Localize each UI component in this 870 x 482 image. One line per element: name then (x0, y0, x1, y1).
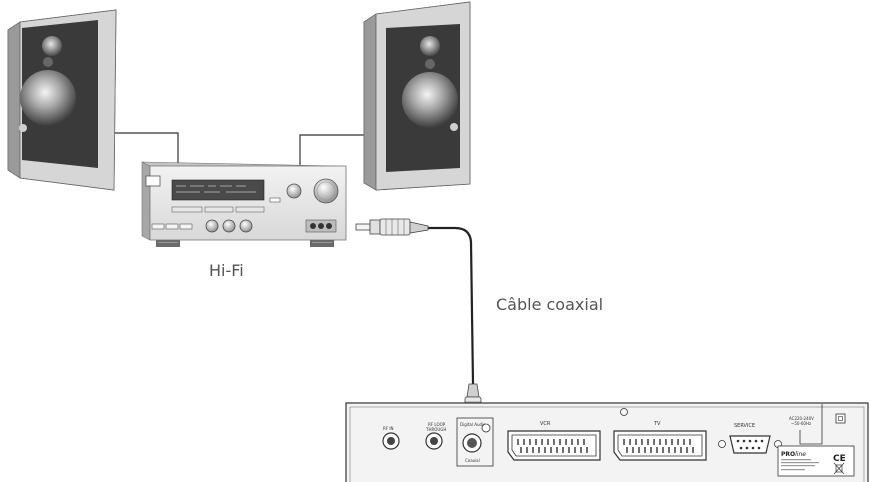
hifi-label: Hi-Fi (209, 261, 244, 280)
rf-in-port (382, 432, 400, 450)
weee-bin-icon (833, 462, 845, 475)
power-switch-icon (835, 413, 846, 424)
vcr-label: VCR (540, 421, 551, 427)
woofer-icon (20, 70, 76, 126)
rf-in-label: RF IN (383, 426, 394, 431)
hifi-amplifier (141, 161, 347, 247)
service-label: SERVICE (734, 423, 755, 429)
digital-audio-box (456, 417, 494, 467)
tweeter-icon (420, 36, 440, 56)
coaxial-label: Coaxial (465, 458, 480, 463)
woofer-icon (402, 72, 458, 128)
tweeter-icon (42, 36, 62, 56)
power-cable-outline (799, 404, 823, 445)
speaker-wires (114, 132, 364, 168)
brand-logo-text: PROline (781, 451, 806, 458)
vcr-scart-port (507, 430, 601, 461)
ce-mark-icon: CE (833, 454, 846, 464)
digital-audio-label: Digital Audio (460, 422, 486, 427)
coaxial-cable (355, 218, 482, 424)
rf-loop-label: RF LOOP (428, 422, 446, 427)
rf-loop-label-2: THROUGH (425, 427, 446, 432)
power-frequency-label: ~50-60Hz (791, 421, 811, 426)
rca-plug-top (355, 218, 429, 236)
tv-label: TV (653, 421, 661, 427)
receiver-back-panel: RF IN RF LOOP THROUGH Digital Audio Coax… (345, 402, 869, 482)
left-speaker (7, 9, 117, 191)
rf-loop-port (425, 432, 443, 450)
cable-label: Câble coaxial (496, 295, 603, 314)
power-rating-label: AC220-240V (789, 416, 814, 421)
coaxial-port (462, 423, 491, 453)
service-serial-port (718, 435, 782, 454)
right-speaker (363, 1, 471, 191)
tv-scart-port (613, 430, 707, 461)
